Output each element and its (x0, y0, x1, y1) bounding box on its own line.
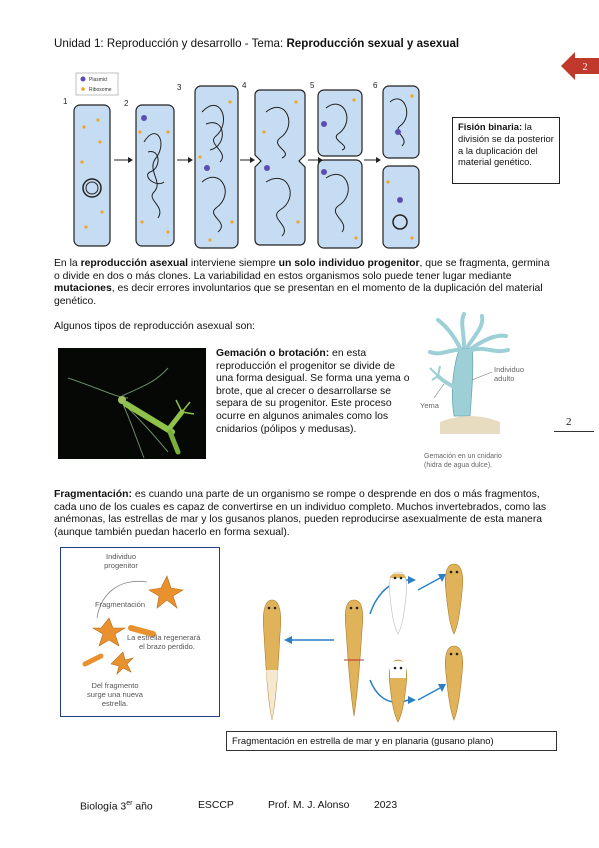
asexual-bold-3: mutaciones (54, 283, 112, 295)
hydra-caption: Gemación en un cnidario (hidra de agua d… (424, 453, 504, 469)
asexual-text-1: En la (54, 258, 81, 269)
margin-page-number: 2 (566, 416, 572, 428)
page-title: Unidad 1: Reproducción y desarrollo - Te… (54, 37, 459, 50)
hydra-caption-line1: Gemación en un cnidario (424, 453, 502, 460)
callout-text: la división se da posterior a la duplica… (458, 121, 554, 168)
cell-step-4 (254, 89, 306, 246)
cell-step-1 (73, 104, 111, 247)
footer-subject-suffix: año (132, 801, 153, 813)
step-6: 6 (373, 81, 378, 90)
cell-step-3 (194, 85, 239, 249)
hydra-caption-line2: (hidra de agua dulce). (424, 462, 492, 469)
asexual-text-2: interviene siempre (188, 258, 279, 269)
step-3: 3 (177, 83, 182, 92)
page-tab-number: 2 (583, 62, 588, 73)
cell-step-6 (382, 85, 420, 249)
margin-rule (554, 431, 594, 432)
footer-subject-sup: er (126, 800, 133, 807)
legend-plasmid: Plasmid (89, 77, 107, 83)
cell-step-5 (317, 89, 363, 249)
planaria-top-fragment (388, 571, 408, 635)
step-1: 1 (63, 97, 68, 106)
binary-fission-callout: Fisión binaria: la división se da poster… (452, 117, 560, 184)
hydra-adult-label-line2: adulto (494, 374, 514, 383)
asexual-text-3: , que se fragmenta, germina o divide en … (54, 258, 550, 282)
footer-subject-text: Biología 3 (80, 801, 127, 813)
title-bold: Reproducción sexual y asexual (286, 37, 460, 50)
asexual-text-4: , es decir errores involuntarios que se … (54, 283, 543, 307)
hydra-adult-label: Individuo adulto (494, 365, 526, 383)
hydra-adult-label-line1: Individuo (494, 365, 524, 374)
binary-fission-diagram: Plasmid Ribosome 1 2 3 4 5 6 (63, 72, 420, 249)
fragmentation-description: es cuando una parte de un organismo se r… (54, 489, 547, 538)
asexual-bold-1: reproducción asexual (80, 258, 188, 269)
callout-title: Fisión binaria: (458, 121, 523, 132)
types-intro: Algunos tipos de reproducción asexual so… (54, 321, 256, 332)
step-5: 5 (310, 81, 315, 90)
step-4: 4 (242, 81, 247, 90)
hydra-budding-diagram: Individuo adulto Yema Gemación en un cni… (420, 312, 526, 469)
budding-title: Gemación o brotación: (216, 348, 330, 359)
planaria-parent (344, 599, 364, 717)
page-tab-arrow[interactable]: 2 (561, 50, 599, 82)
starfish-fragmentation-label: Fragmentación (95, 600, 145, 609)
title-prefix: Unidad 1: Reproducción y desarrollo - Te… (54, 37, 287, 50)
budding-description: en esta reproducción el progenitor se di… (216, 348, 410, 435)
hydra-photo (58, 348, 206, 459)
fragmentation-title: Fragmentación: (54, 489, 132, 500)
footer-year: 2023 (374, 800, 398, 811)
planaria-top-regenerated (444, 563, 464, 635)
planaria-bottom-regenerated (444, 645, 464, 721)
step-2: 2 (124, 99, 129, 108)
hydra-bud-label: Yema (420, 401, 440, 410)
fragmentation-paragraph: Fragmentación: es cuando una parte de un… (54, 489, 554, 539)
budding-text: Gemación o brotación: en esta reproducci… (216, 348, 412, 436)
planaria-bottom-fragment (388, 659, 408, 723)
fission-legend: Plasmid Ribosome (75, 72, 119, 96)
footer-teacher: Prof. M. J. Alonso (268, 800, 350, 811)
planaria-fragmentation-diagram (262, 563, 464, 723)
asexual-paragraph: En la reproducción asexual interviene si… (54, 258, 554, 308)
asexual-bold-2: un solo individuo progenitor (278, 258, 420, 269)
legend-ribosome: Ribosome (89, 87, 112, 93)
hydra-photo-drawing (67, 367, 195, 459)
fragmentation-caption: Fragmentación en estrella de mar y en pl… (226, 731, 557, 751)
planaria-left (262, 599, 282, 721)
footer-school: ESCCP (198, 800, 234, 811)
footer-subject: Biología 3er año (80, 800, 153, 812)
cell-step-2 (135, 104, 175, 247)
